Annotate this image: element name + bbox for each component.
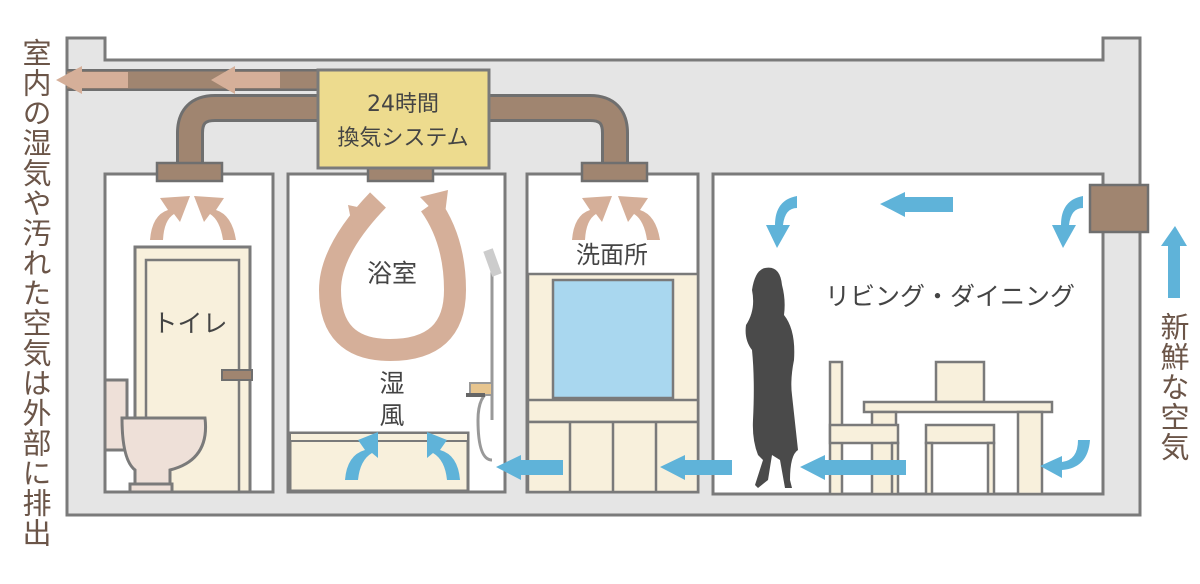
arrow-up-outside [1161,226,1187,298]
bathtub-rim [289,432,469,442]
system-box-line2: 換気システム [337,126,468,151]
vanity [526,272,700,494]
arrow-left-living-top [880,192,953,217]
toilet-exhaust-arrows [150,196,236,240]
system-box-line1: 24時間 [367,92,439,117]
washroom-exhaust-arrows [572,196,660,240]
moisture-label-1: 湿 [379,369,404,398]
washroom-label: 洗面所 [576,241,648,269]
toilet-vent [155,161,224,183]
toilet-label: トイレ [152,309,227,338]
bath-loop-arrowhead-2 [420,190,448,222]
exhaust-arrow-left-1 [56,66,128,94]
living-label: リビング・ダイニング [825,282,1075,311]
door-handle [221,369,253,381]
arrow-left-living-bottom [800,455,906,480]
bath-loop-arrow [318,192,467,362]
washroom-vent [580,161,649,183]
exhaust-arrow-left-2 [211,66,280,94]
moisture-label-2: 風 [379,401,404,430]
fresh-air-label: 新鮮な空気 [1156,312,1190,462]
dining-set [828,360,1054,496]
mirror [551,278,675,400]
arrow-left-living-edge [713,460,732,475]
arrow-left-to-bath [496,455,563,480]
bathroom-label: 浴室 [367,259,417,288]
ventilation-system-box [316,68,491,170]
person-silhouette [745,267,798,488]
exhaust-label: 室内の湿気や汚れた空気は外部に排出 [18,38,52,548]
bath-loop-arrowhead [348,205,376,235]
fresh-air-inlet [1088,183,1150,234]
shower [466,248,502,462]
toilet-bowl [103,378,208,494]
fresh-air-arrows [345,192,1187,480]
